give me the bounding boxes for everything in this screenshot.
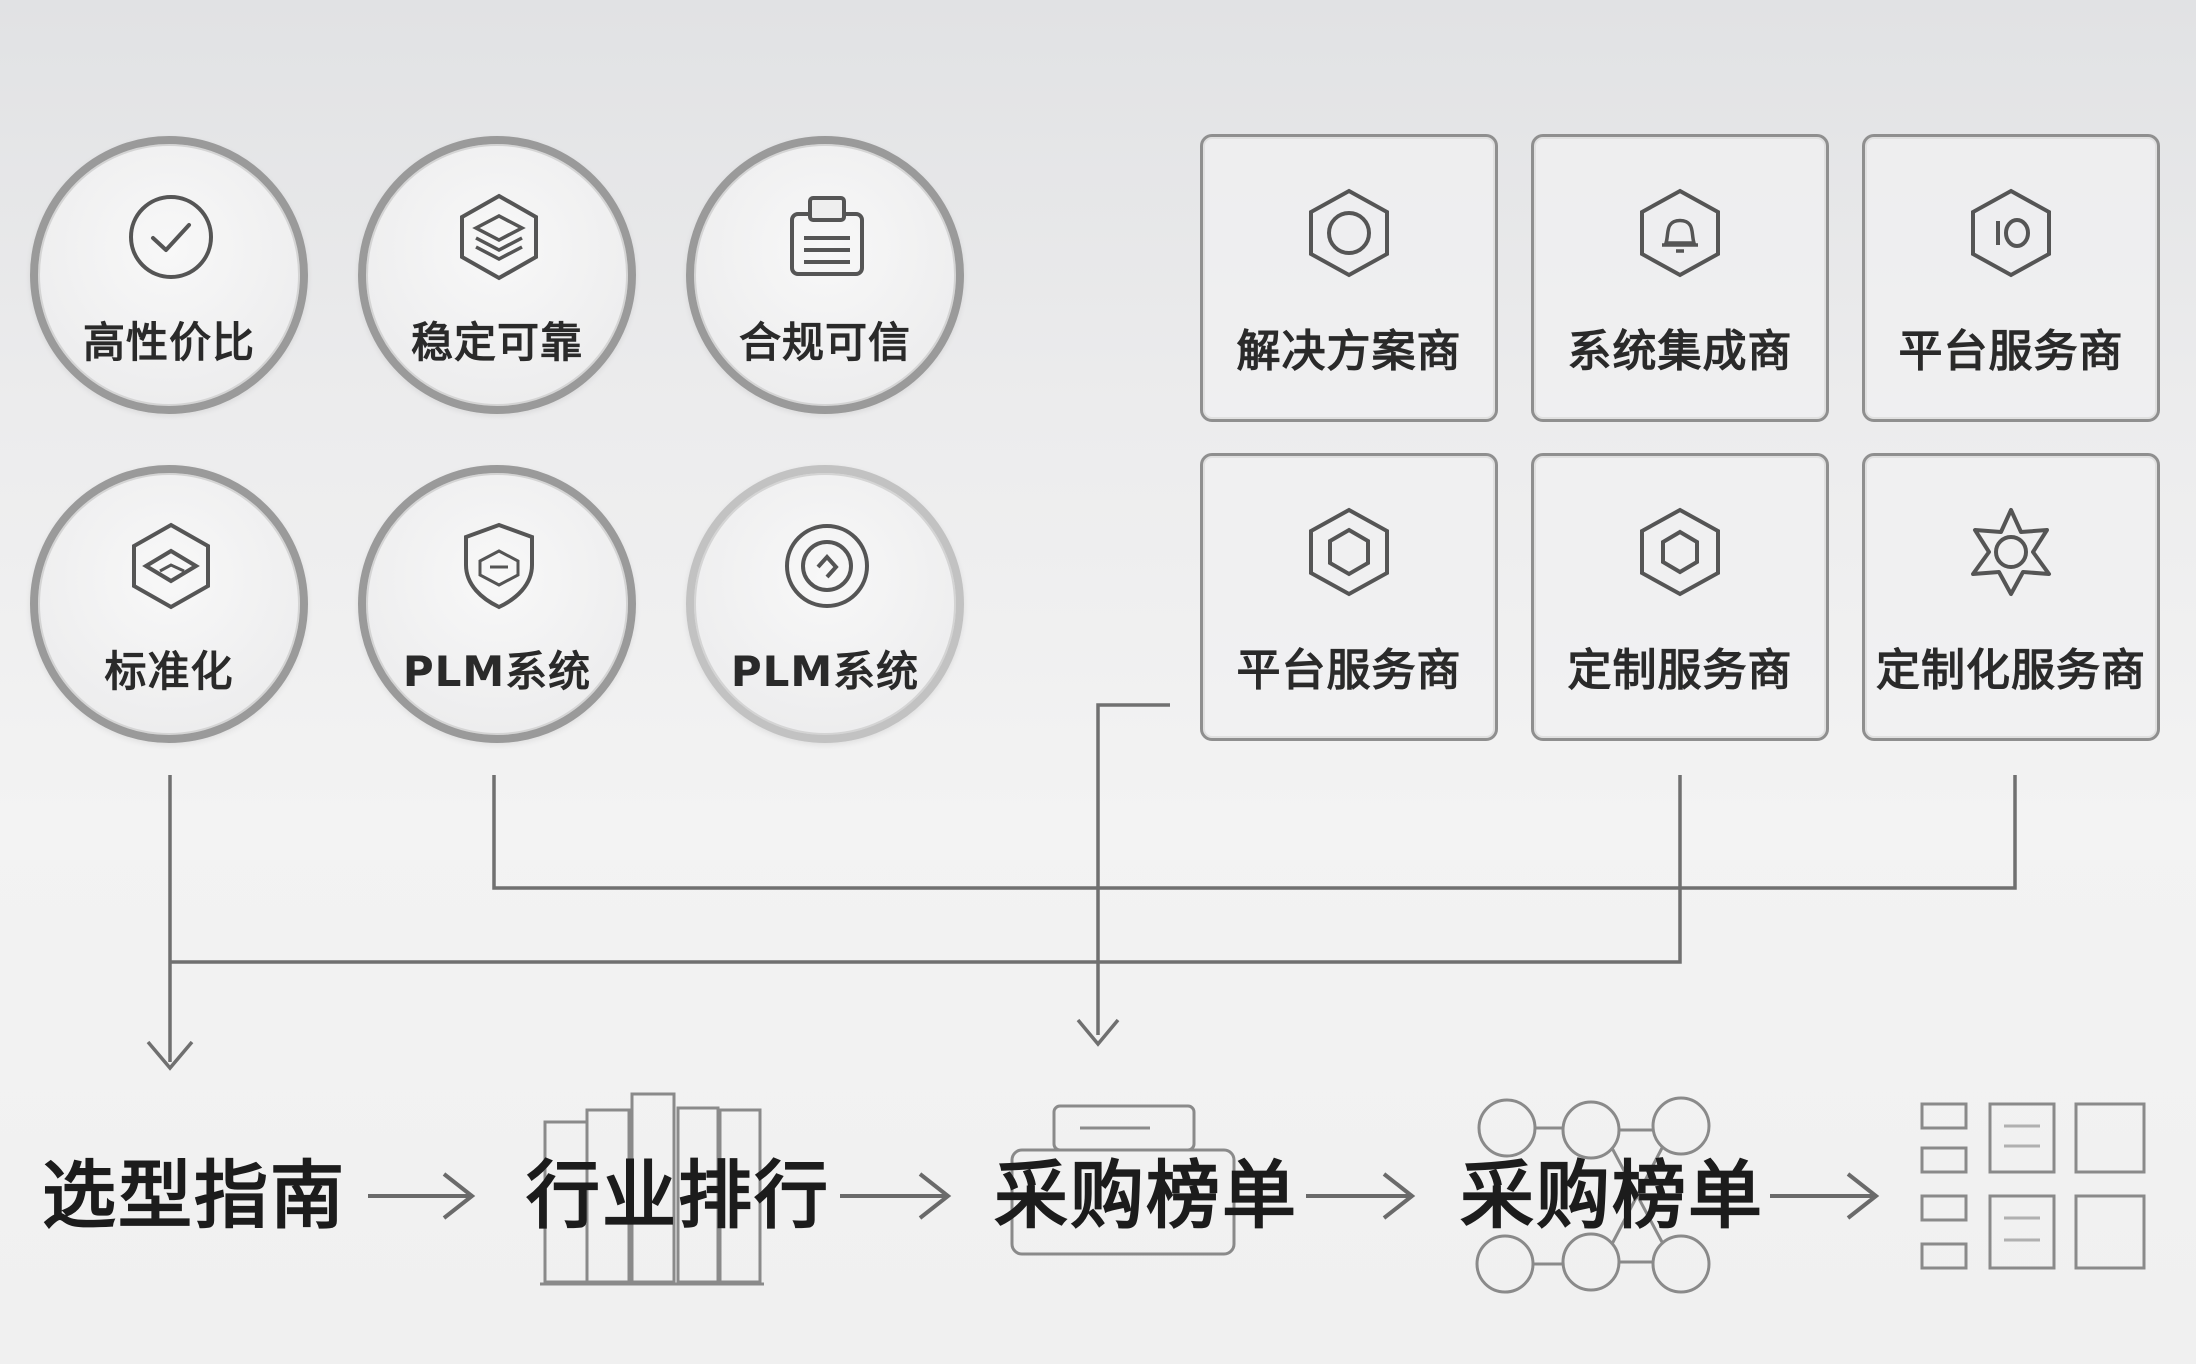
provider-card-solution: 解决方案商 [1200, 134, 1498, 422]
step-selection-guide: 选型指南 [42, 1153, 346, 1239]
feature-circle-value: 高性价比 [30, 136, 308, 414]
feature-circle-standard: 标准化 [30, 465, 308, 743]
hexagon-hexagon-icon [1309, 507, 1389, 597]
feature-label: PLM系统 [730, 647, 920, 696]
hexagon-io-icon [1971, 188, 2051, 278]
grid-layout-icon [1920, 1102, 2146, 1270]
feature-label: 高性价比 [82, 318, 255, 367]
printer-icon [1010, 1104, 1236, 1256]
feature-circle-plm-2: PLM系统 [686, 465, 964, 743]
arrow-down-center [1076, 1018, 1120, 1047]
step-procurement-list-2: 采购榜单 [1460, 1153, 1764, 1239]
flow-arrow-2 [840, 1172, 952, 1220]
provider-card-custom: 定制服务商 [1531, 453, 1829, 741]
step-industry-ranking: 行业排行 [526, 1153, 830, 1239]
feature-label: 合规可信 [738, 318, 911, 367]
check-circle-icon [129, 195, 213, 279]
feature-label: 标准化 [104, 647, 234, 696]
shield-icon [464, 522, 534, 610]
step-procurement-list-1: 采购榜单 [994, 1153, 1298, 1239]
connector-to-center [1096, 703, 1170, 1035]
flow-arrow-4 [1770, 1172, 1880, 1220]
bar-chart-icon [540, 1092, 764, 1286]
provider-card-integrator: 系统集成商 [1531, 134, 1829, 422]
flow-arrow-3 [1306, 1172, 1416, 1220]
provider-label: 定制服务商 [1567, 645, 1793, 696]
provider-label: 定制化服务商 [1876, 645, 2146, 696]
feature-circle-compliance: 合规可信 [686, 136, 964, 414]
circular-link-icon [785, 524, 869, 608]
provider-label: 解决方案商 [1236, 326, 1462, 377]
layers-hexagon-icon [460, 193, 538, 281]
connector-bus-lower [170, 775, 1682, 964]
provider-label: 平台服务商 [1236, 645, 1462, 696]
flow-arrow-1 [368, 1172, 476, 1220]
hexagon-bell-icon [1640, 188, 1720, 278]
provider-label: 平台服务商 [1898, 326, 2124, 377]
provider-label: 系统集成商 [1567, 326, 1793, 377]
hexagon-circle-icon [1309, 188, 1389, 278]
arrow-down-left [146, 1040, 194, 1071]
provider-card-customization: 定制化服务商 [1862, 453, 2160, 741]
connector-bus-upper [492, 775, 2017, 890]
gear-star-icon [1971, 508, 2051, 596]
feature-circle-plm-1: PLM系统 [358, 465, 636, 743]
provider-card-platform-2: 平台服务商 [1200, 453, 1498, 741]
network-nodes-icon [1475, 1096, 1711, 1294]
document-icon [790, 196, 864, 276]
provider-card-platform-1: 平台服务商 [1862, 134, 2160, 422]
feature-label: PLM系统 [402, 647, 592, 696]
feature-label: 稳定可靠 [410, 318, 583, 367]
layer-hexagon-icon [132, 522, 210, 610]
hexagon-hexagon-icon [1640, 507, 1720, 597]
feature-circle-stable: 稳定可靠 [358, 136, 636, 414]
